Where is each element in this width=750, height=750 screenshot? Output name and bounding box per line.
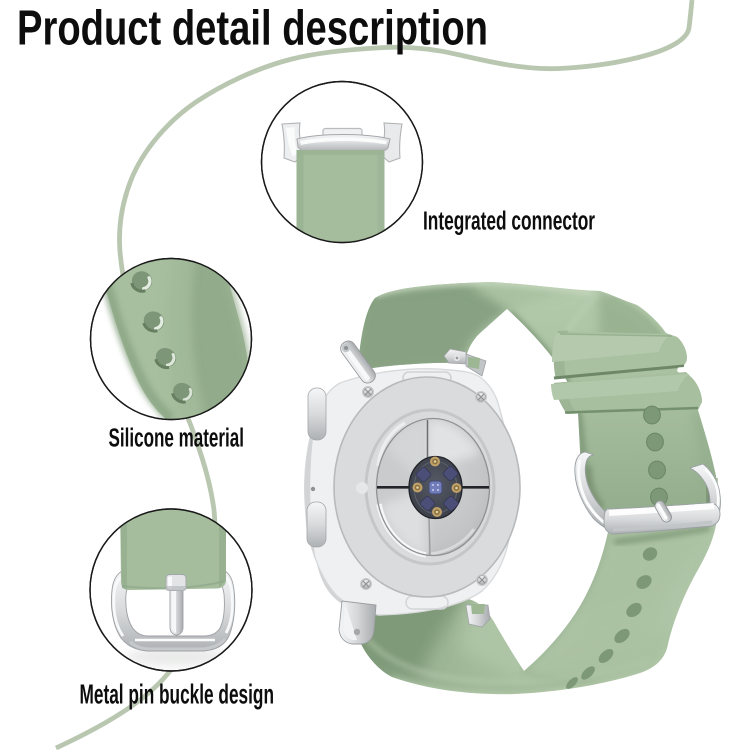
svg-text:Metal pin buckle design: Metal pin buckle design [80, 679, 275, 710]
svg-text:Silicone material: Silicone material [109, 425, 245, 453]
svg-text:Integrated connector: Integrated connector [423, 208, 595, 236]
svg-text:Product detail description: Product detail description [17, 2, 488, 56]
